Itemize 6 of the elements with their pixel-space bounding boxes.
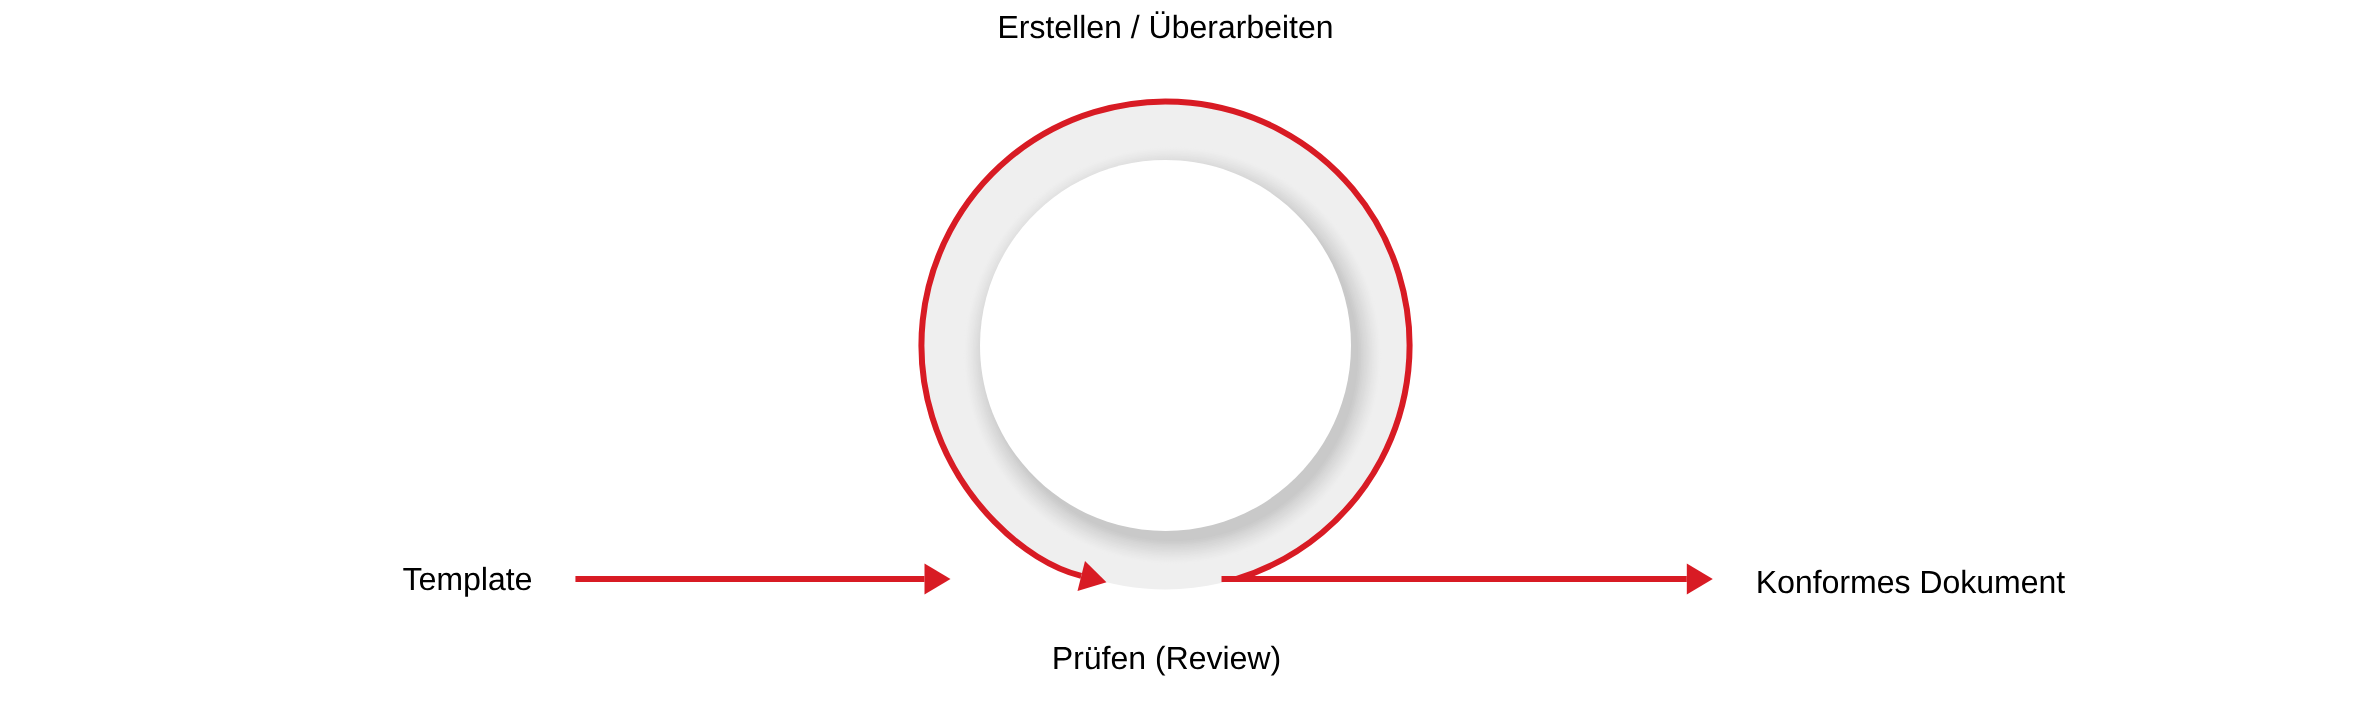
node-label: Template: [403, 566, 531, 597]
step-label: Erstellen / Überarbeiten: [1000, 11, 1332, 39]
step-label: Prüfen (Review): [1054, 645, 1280, 676]
arrow: [575, 563, 951, 595]
arrow: [1221, 563, 1713, 595]
node-label: Konformes Dokument: [1758, 569, 2065, 594]
